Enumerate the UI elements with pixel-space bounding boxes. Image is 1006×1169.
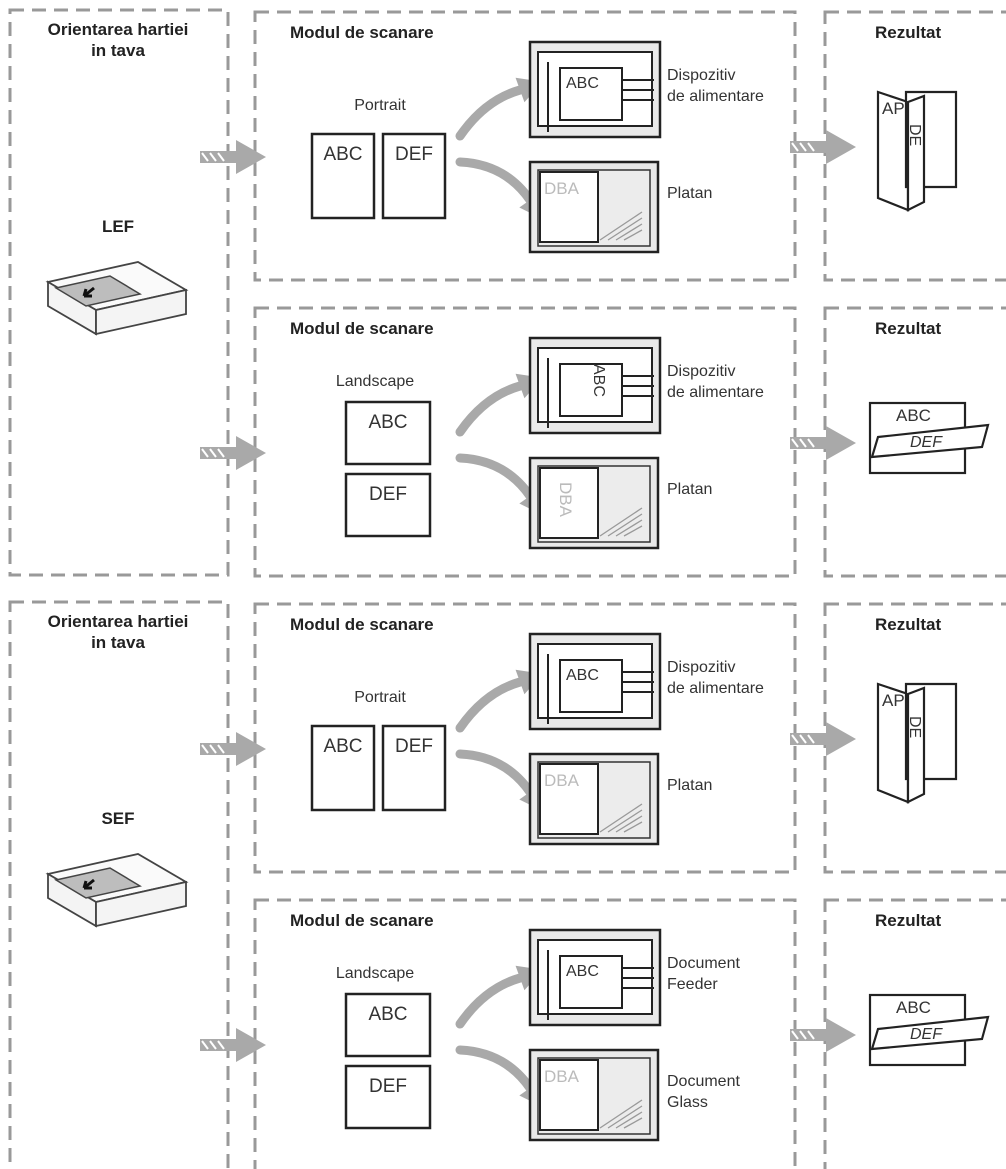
section-frame (8, 600, 230, 1169)
page-1 (310, 132, 376, 220)
section-frame (8, 8, 230, 577)
result-title: Rezultat (875, 911, 941, 930)
page-2-text: DEF (395, 144, 433, 165)
feed-label: LEF (102, 217, 134, 236)
feeder-page-text: ABC (566, 963, 599, 980)
page-2 (344, 472, 432, 538)
result-text-front: AP (882, 99, 905, 118)
result-text-front: ABC (896, 998, 931, 1017)
platen: DBA (528, 456, 660, 550)
page-1-text: ABC (323, 736, 362, 757)
mode-label: Portrait (354, 689, 406, 706)
page-1-text: ABC (368, 412, 407, 433)
scan-mode-title: Modul de scanare (290, 911, 434, 930)
result-text-back: DEF (910, 1026, 943, 1043)
mode-label: Landscape (336, 373, 414, 390)
page-1 (310, 724, 376, 812)
document-feeder: ABC (528, 40, 662, 139)
document-feeder: ABC (528, 336, 662, 435)
result-text-back: DE (906, 716, 923, 738)
result-landscape: ABC DEF (868, 993, 990, 1067)
output-arrow (789, 721, 857, 757)
page-2-text: DEF (369, 484, 407, 505)
platen: DBA (528, 160, 660, 254)
feed-label: SEF (101, 809, 134, 828)
feeder-page-text: ABC (590, 364, 607, 397)
output-arrow (789, 1017, 857, 1053)
scan-mode-title: Modul de scanare (290, 615, 434, 634)
page-2-text: DEF (369, 1076, 407, 1097)
device2-label: Platan (667, 481, 712, 498)
device2-label: Platan (667, 777, 712, 794)
page-1-text: ABC (368, 1004, 407, 1025)
page-2 (344, 1064, 432, 1130)
result-title: Rezultat (875, 23, 941, 42)
platen-ghost-text: DBA (544, 179, 580, 198)
result-landscape: ABC DEF (868, 401, 990, 475)
page-2 (381, 132, 447, 220)
result-title: Rezultat (875, 615, 941, 634)
result-text-front: ABC (896, 406, 931, 425)
page-1-text: ABC (323, 144, 362, 165)
result-text-back: DEF (910, 434, 943, 451)
feeder-page-text: ABC (566, 667, 599, 684)
document-feeder: ABC (528, 928, 662, 1027)
platen: DBA (528, 1048, 660, 1142)
mode-label: Portrait (354, 97, 406, 114)
result-title: Rezultat (875, 319, 941, 338)
paper-tray-sef (45, 853, 189, 928)
result-text-back: DE (906, 124, 923, 146)
platen-ghost-text: DBA (544, 771, 580, 790)
scan-mode-title: Modul de scanare (290, 23, 434, 42)
platen-ghost-text: DBA (556, 482, 575, 518)
page-1 (344, 400, 432, 466)
section-frame (823, 898, 1006, 1169)
result-text-front: AP (882, 691, 905, 710)
page-2 (381, 724, 447, 812)
scan-mode-title: Modul de scanare (290, 319, 434, 338)
feeder-page-text: ABC (566, 75, 599, 92)
output-arrow (789, 425, 857, 461)
page-2-text: DEF (395, 736, 433, 757)
mode-label: Landscape (336, 965, 414, 982)
paper-tray-lef (45, 261, 189, 336)
device2-label: Platan (667, 185, 712, 202)
output-arrow (789, 129, 857, 165)
page-1 (344, 992, 432, 1058)
platen-ghost-text: DBA (544, 1067, 580, 1086)
section-frame (253, 898, 797, 1169)
document-feeder: ABC (528, 632, 662, 731)
platen: DBA (528, 752, 660, 846)
section-frame (253, 306, 797, 578)
